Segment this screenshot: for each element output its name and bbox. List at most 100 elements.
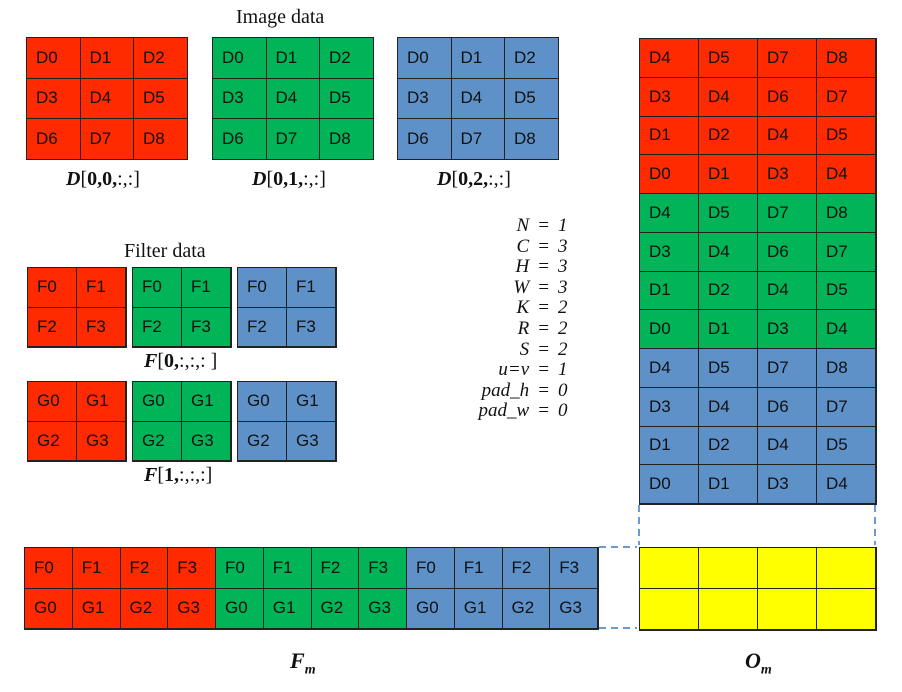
filter-cell: G1 [182, 382, 231, 422]
filter-cell: G3 [287, 421, 336, 461]
parameter-row: W=3 [430, 276, 570, 299]
parameter-value: 2 [558, 338, 568, 360]
filter-cell: F0 [238, 268, 287, 308]
om-cell: D3 [640, 387, 699, 427]
filter-cell: G1 [287, 382, 336, 422]
image-cell: D3 [213, 78, 267, 119]
om-cell: D6 [758, 387, 817, 427]
result-cell [699, 589, 758, 630]
fm-cell: G1 [263, 588, 312, 629]
om-cell: D5 [817, 426, 876, 466]
om-cell: D1 [699, 155, 758, 194]
om-cell: D3 [758, 310, 817, 349]
result-cell [758, 548, 817, 589]
fm-cell: G0 [407, 588, 455, 629]
filter-cell: G0 [28, 382, 77, 422]
om-cell: D5 [817, 116, 876, 156]
fm-cell: G2 [502, 588, 551, 629]
fm-cell: G3 [550, 588, 598, 629]
filter-cell: F2 [133, 307, 182, 347]
equals-sign: = [537, 276, 550, 298]
image-cell: D4 [451, 78, 505, 119]
equals-sign: = [537, 215, 550, 236]
image-caption-1: D[0,1,:,:] [252, 168, 326, 190]
om-cell: D3 [640, 232, 699, 272]
result-matrix [639, 547, 877, 631]
filter-cell: F3 [77, 307, 126, 347]
om-cell: D0 [640, 465, 699, 504]
fm-cell: F0 [216, 548, 264, 589]
om-cell: D5 [817, 271, 876, 311]
image-cell: D0 [213, 38, 267, 79]
parameter-name: pad_h [481, 379, 530, 401]
om-cell: D4 [699, 77, 758, 117]
fm-cell: F1 [72, 548, 121, 589]
equals-sign: = [537, 235, 550, 257]
filter-caption-0: F[0,:,:,: ] [144, 350, 218, 372]
om-cell: D4 [640, 194, 699, 233]
filter-cell: G0 [133, 382, 182, 422]
filter-cell: G2 [238, 421, 287, 461]
filter-cell: F0 [133, 268, 182, 308]
parameter-name: K [516, 297, 530, 319]
result-cell [699, 548, 758, 589]
fm-cell: G2 [120, 588, 169, 629]
image-cell: D4 [266, 78, 320, 119]
image-caption-0: D[0,0,:,:] [66, 168, 140, 190]
parameter-value: 0 [558, 400, 568, 422]
image-cell: D4 [80, 78, 134, 119]
filter-data-title: Filter data [124, 240, 206, 262]
om-cell: D7 [817, 77, 876, 117]
image-cell: D3 [27, 78, 81, 119]
filter-cell: G0 [238, 382, 287, 422]
om-cell: D4 [699, 387, 758, 427]
parameter-row: R=2 [430, 317, 570, 340]
om-cell: D5 [699, 349, 758, 388]
fm-cell: G3 [359, 588, 407, 629]
parameter-row: S=2 [430, 338, 570, 361]
om-cell: D4 [817, 465, 876, 504]
parameter-value: 3 [558, 235, 568, 257]
om-cell: D4 [758, 116, 817, 156]
result-cell [640, 589, 699, 630]
fm-cell: G2 [311, 588, 360, 629]
filter-cell: G1 [77, 382, 126, 422]
image-cell: D1 [80, 38, 134, 79]
image-cell: D2 [320, 38, 374, 79]
parameter-row: C=3 [430, 235, 570, 258]
parameter-row: N=1 [430, 215, 570, 237]
image-cell: D6 [398, 119, 452, 160]
filter-cell: F3 [287, 307, 336, 347]
parameter-value: 2 [558, 317, 568, 339]
om-cell: D0 [640, 155, 699, 194]
image-cell: D3 [398, 78, 452, 119]
om-cell: D2 [699, 426, 758, 466]
om-cell: D3 [758, 155, 817, 194]
om-cell: D1 [640, 116, 699, 156]
om-cell: D2 [699, 271, 758, 311]
image-cell: D0 [27, 38, 81, 79]
om-cell: D7 [758, 39, 817, 78]
parameter-row: K=2 [430, 298, 570, 319]
om-cell: D8 [817, 39, 876, 78]
parameter-name: S [519, 338, 530, 360]
image-cell: D0 [398, 38, 452, 79]
om-cell: D8 [817, 349, 876, 388]
image-cell: D2 [134, 38, 188, 79]
image-cell: D5 [134, 78, 188, 119]
om-label: Om [745, 648, 772, 678]
parameter-row: pad_w=0 [430, 401, 570, 422]
om-cell: D4 [640, 349, 699, 388]
fm-cell: G1 [454, 588, 503, 629]
image-data-title: Image data [236, 6, 325, 28]
parameter-name: N [516, 215, 530, 236]
filter-cell: F2 [238, 307, 287, 347]
om-cell: D1 [699, 465, 758, 504]
